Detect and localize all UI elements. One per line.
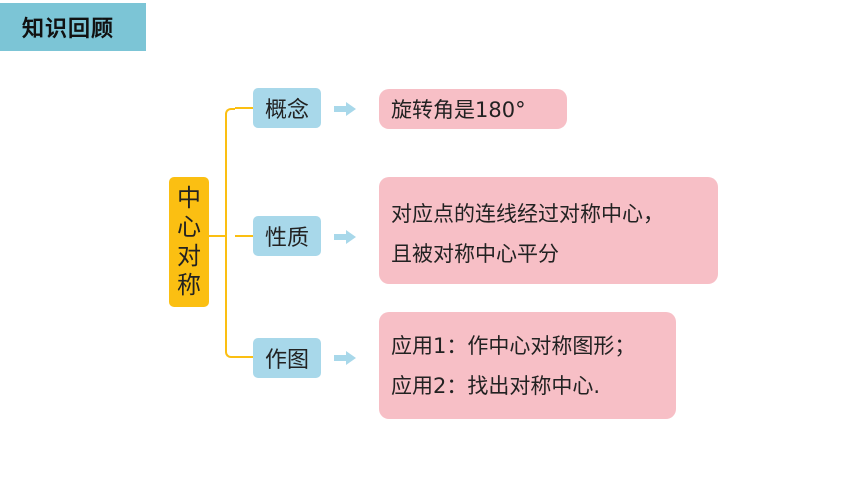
center-char: 对 bbox=[177, 242, 201, 270]
branch-connector bbox=[235, 107, 253, 109]
description-line: 应用2：找出对称中心. bbox=[391, 374, 601, 398]
center-char: 心 bbox=[177, 213, 201, 241]
center-symmetry-node: 中 心 对 称 bbox=[169, 177, 209, 307]
bracket bbox=[225, 108, 235, 358]
category-concept: 概念 bbox=[253, 88, 321, 128]
description-concept: 旋转角是180° bbox=[379, 89, 567, 129]
category-construction: 作图 bbox=[253, 338, 321, 378]
bracket-connector bbox=[209, 235, 226, 237]
center-char: 中 bbox=[177, 184, 201, 212]
right-arrow-icon bbox=[334, 230, 356, 244]
description-line: 对应点的连线经过对称中心， bbox=[391, 202, 664, 226]
category-property: 性质 bbox=[253, 216, 321, 256]
description-line: 应用1：作中心对称图形； bbox=[391, 334, 636, 358]
branch-connector bbox=[235, 356, 253, 358]
center-char: 称 bbox=[177, 271, 201, 299]
page-title: 知识回顾 bbox=[0, 3, 146, 51]
description-line: 且被对称中心平分 bbox=[391, 242, 559, 266]
description-construction: 应用1：作中心对称图形； 应用2：找出对称中心. bbox=[379, 312, 676, 419]
branch-connector bbox=[235, 235, 253, 237]
right-arrow-icon bbox=[334, 351, 356, 365]
right-arrow-icon bbox=[334, 102, 356, 116]
description-property: 对应点的连线经过对称中心， 且被对称中心平分 bbox=[379, 177, 718, 284]
description-line: 旋转角是180° bbox=[391, 98, 526, 122]
